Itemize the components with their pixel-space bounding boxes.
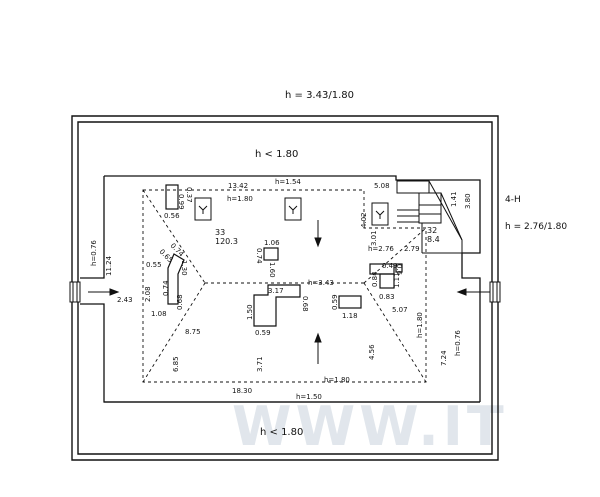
ridge-height-bottom-inner: h=1.80	[324, 376, 350, 384]
stair-left-dimension: 4.02	[360, 212, 368, 228]
chimney-4-top: 3.17	[268, 287, 284, 295]
lower-left-dimension: 6.85	[172, 356, 180, 372]
chimney-4-right: 0.68	[301, 296, 309, 312]
chimney-3-inner: 0.74	[162, 280, 170, 296]
right-height-label: h = 2.76/1.80	[505, 222, 567, 232]
left-offset-dimension: 2.43	[117, 296, 133, 304]
right-inner-height: h=1.80	[416, 312, 424, 338]
chimney-6-top: 0.49	[382, 262, 398, 270]
skylights	[194, 197, 389, 226]
left-depth-dimension: 8.75	[185, 328, 201, 336]
stair-right-dimension: 3.80	[464, 193, 472, 209]
stair-room-area: 8.4	[427, 235, 440, 244]
center-lower-dimension: 3.71	[256, 356, 264, 372]
chimney-1-top: 0.37	[185, 187, 193, 203]
chimney-3-top-c: 1.30	[180, 260, 188, 276]
right-span-dimension: 7.24	[440, 350, 448, 366]
chimney-4-left: 1.50	[246, 304, 254, 320]
chimney-3-left: 2.08	[144, 286, 152, 302]
ridge-height-center: h=3.43	[308, 279, 334, 287]
chimney-5-width: 1.18	[342, 312, 358, 320]
chimney-4-width: 0.59	[255, 329, 271, 337]
chimney-6-left: 0.84	[371, 271, 379, 287]
chimney-3-side: 0.55	[146, 261, 162, 269]
stair-block	[396, 180, 463, 254]
bottom-width-dimension: 18.30	[232, 387, 252, 395]
ridge-height-inner: h=1.80	[227, 195, 253, 203]
room-area: 120.3	[215, 237, 238, 246]
chimney-6-width: 0.83	[379, 293, 395, 301]
chimney-6-right: 1.11	[393, 272, 401, 288]
direction-arrows	[88, 220, 490, 364]
left-height-dimension: 11.24	[105, 255, 113, 276]
title-height-label: h = 3.43/1.80	[285, 90, 354, 101]
chimney-2-depth: 1.60	[268, 262, 276, 278]
right-section-label: 4-H	[505, 195, 521, 205]
stair-small-dimension: 2.79	[404, 245, 420, 253]
stair-post-dimension: 3.01	[370, 230, 378, 246]
right-depth-dimension: 5.07	[392, 306, 408, 314]
chimney-1-side: 0.99	[177, 194, 185, 210]
ridge-height-bottom-outer: h=1.50	[296, 393, 322, 401]
chimney-6-post: 0.6	[395, 264, 403, 276]
stair-room-number: 32	[427, 226, 437, 235]
ridge-height-stair: h=2.76	[368, 245, 394, 253]
top-height-label: h < 1.80	[255, 149, 298, 160]
attic-boundary	[80, 175, 481, 403]
bottom-height-label: h < 1.80	[260, 427, 303, 438]
chimney-3-width: 1.08	[151, 310, 167, 318]
watermark-text: WWW.IT	[232, 395, 508, 458]
right-lower-dimension: 4.56	[368, 344, 376, 360]
outer-walls	[71, 115, 499, 461]
side-openings	[69, 281, 501, 303]
chimney-2-width: 1.06	[264, 239, 280, 247]
chimneys-and-posts	[165, 184, 403, 327]
top-width-dimension: 13.42	[228, 182, 248, 190]
room-number: 33	[215, 228, 225, 237]
chimney-5-side: 0.59	[331, 294, 339, 310]
chimney-3-bottom: 0.68	[176, 294, 184, 310]
chimney-1-width: 0.56	[164, 212, 180, 220]
left-side-height: h=0.76	[90, 240, 98, 266]
chimney-2-side: 0.74	[255, 248, 263, 264]
stair-side-dimension: 1.41	[450, 191, 458, 207]
stair-top-dimension: 5.08	[374, 182, 390, 190]
ridge-height-top: h=1.54	[275, 178, 301, 186]
right-outer-height: h=0.76	[454, 330, 462, 356]
